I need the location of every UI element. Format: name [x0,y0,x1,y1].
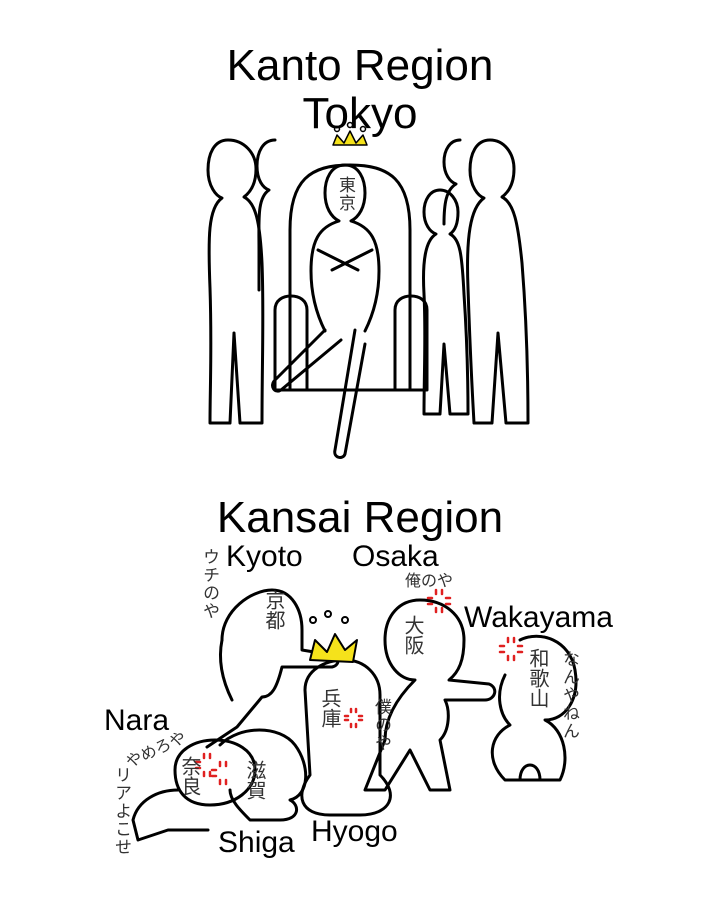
name-wakayama: 和歌山 [526,648,550,708]
osaka-figure [363,598,497,792]
speech-wakayama: なんやねん [559,650,579,740]
anger-marks [194,588,524,786]
kansai-title: Kansai Region [216,493,504,542]
nara-figure [131,738,257,842]
tokyo-name: 東京 [335,176,355,212]
name-kyoto: 京都 [262,590,286,630]
label-shiga: Shiga [218,826,295,859]
name-shiga: 滋賀 [243,760,267,800]
speech-hyogo: 僕のや [371,698,391,752]
tokyo-crown [332,121,368,146]
tokyo-king [271,163,381,459]
kansai-crown [309,610,358,663]
kanto-subtitle: Tokyo [302,89,418,138]
label-wakayama: Wakayama [464,601,613,634]
speech-kyoto: ウチのや [199,548,219,620]
shiga-figure [218,728,308,822]
name-osaka: 大阪 [401,615,425,655]
label-osaka: Osaka [352,540,439,573]
label-nara: Nara [104,704,170,737]
kanto-standing-figures [206,138,530,425]
speech-osaka: 俺のや [405,571,454,590]
label-kyoto: Kyoto [226,540,303,573]
name-hyogo: 兵庫 [318,688,342,728]
label-hyogo: Hyogo [311,815,398,848]
kanto-title: Kanto Region [226,41,494,90]
wakayama-figure [490,634,578,782]
name-nara: 奈良 [178,756,202,796]
speech-nara-2: リアよこせ [111,766,131,856]
